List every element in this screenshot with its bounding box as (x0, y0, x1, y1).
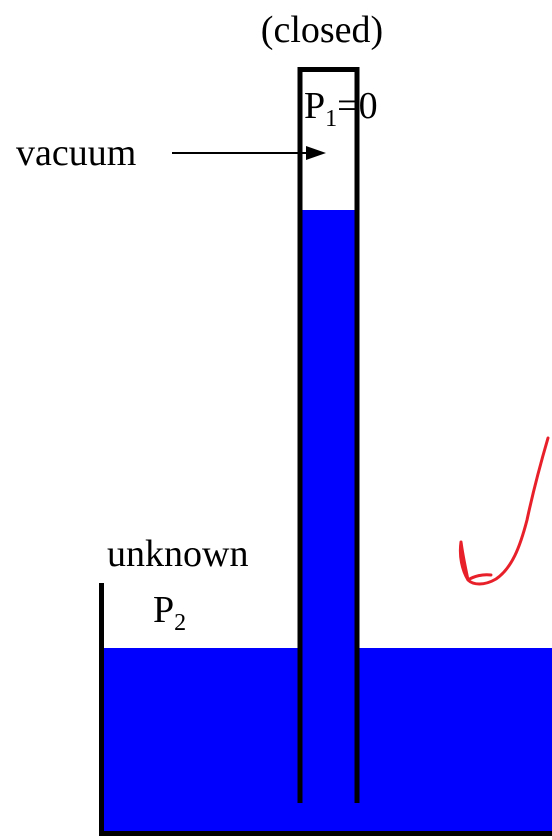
p1-symbol: P (304, 85, 325, 127)
closed-tube (297, 67, 360, 803)
reservoir-wall (99, 583, 552, 836)
p2-symbol: P (153, 589, 174, 631)
closed-label: (closed) (261, 9, 383, 51)
p2-label: P2 (153, 589, 186, 636)
unknown-label: unknown (107, 533, 248, 575)
reservoir-fluid (102, 648, 552, 832)
p1-subscript: 1 (325, 106, 337, 132)
p1-value: =0 (337, 85, 377, 127)
checkmark-annotation (458, 436, 550, 586)
p1-label: P1=0 (304, 85, 378, 132)
vacuum-arrow-head (306, 146, 326, 160)
vacuum-label: vacuum (16, 132, 136, 174)
tube-fluid-column (302, 210, 357, 648)
p2-subscript: 2 (174, 610, 186, 636)
